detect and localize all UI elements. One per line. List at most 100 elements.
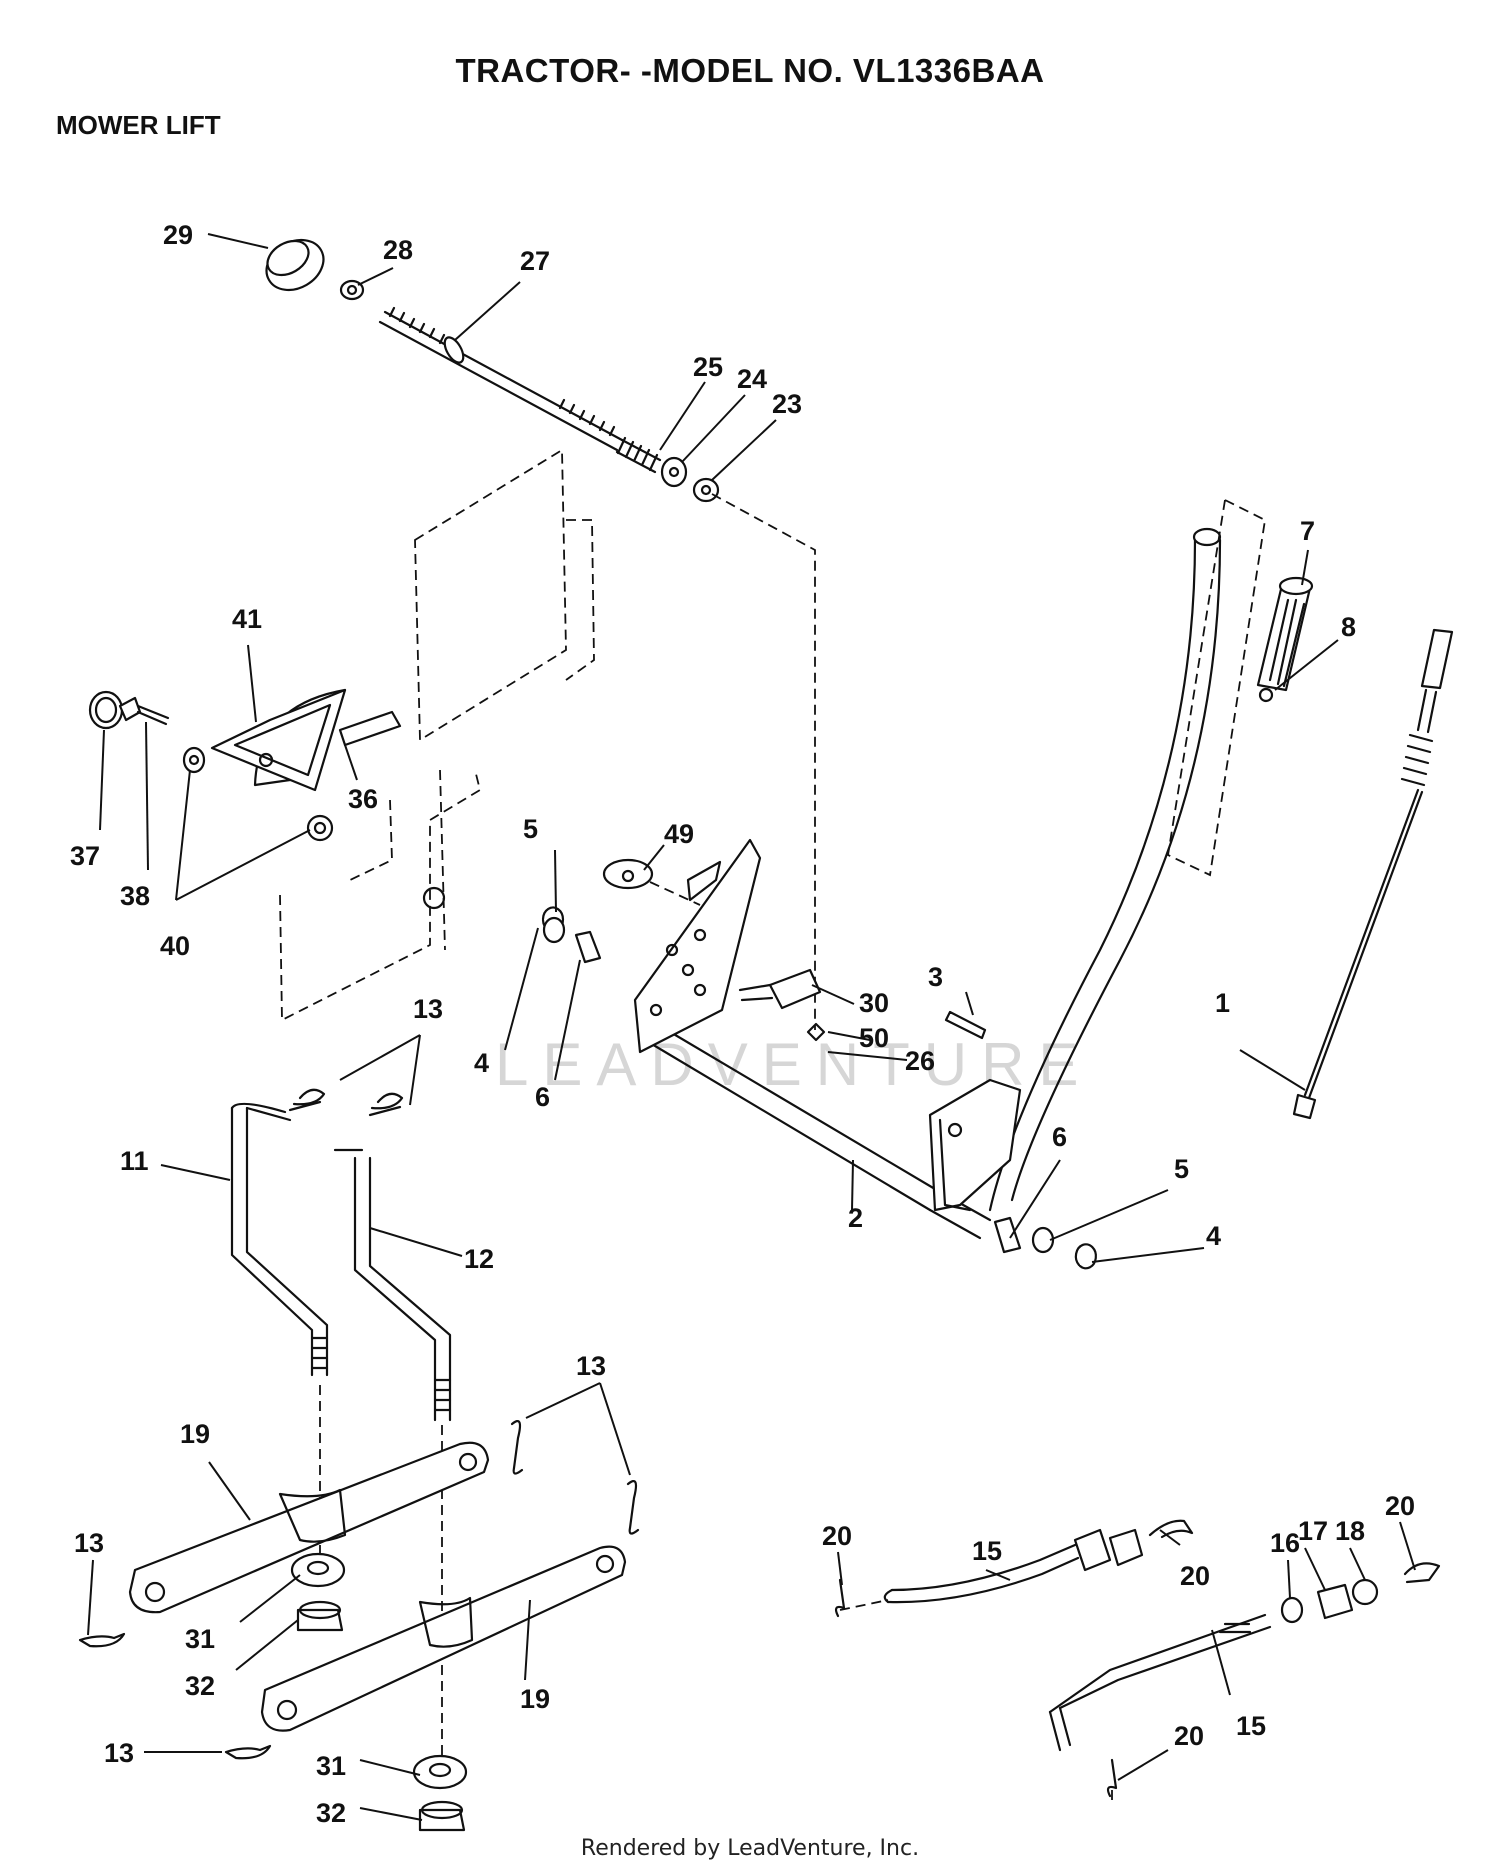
clip-20-bottom: [1106, 1758, 1118, 1798]
callout-11: 11: [120, 1146, 149, 1176]
callout-19-upper: 19: [180, 1419, 210, 1449]
callout-24: 24: [737, 364, 767, 394]
rod-alignment-line: [711, 493, 816, 1030]
washer-50: [806, 1022, 826, 1042]
callout-8: 8: [1341, 612, 1356, 642]
callout-19-lower: 19: [520, 1684, 550, 1714]
knob-29: [265, 238, 325, 292]
bracket-36: [338, 710, 402, 747]
block-17: [1316, 1583, 1354, 1620]
callout-4-left: 4: [474, 1048, 489, 1078]
callout-36: 36: [348, 784, 378, 814]
callout-20-right: 20: [1385, 1491, 1415, 1521]
pivot-30: [738, 968, 822, 1010]
grip-7: [1256, 576, 1314, 692]
lift-lever: [928, 527, 1222, 1212]
lift-arm-19-lower: [260, 1545, 627, 1732]
clip-13-right-b: [626, 1480, 640, 1535]
callout-37: 37: [70, 841, 100, 871]
bushing-49: [602, 858, 654, 890]
callout-13-bottom: 13: [104, 1738, 134, 1768]
callout-20-bottom: 20: [1174, 1721, 1204, 1751]
callout-28: 28: [383, 235, 413, 265]
callout-7: 7: [1300, 516, 1315, 546]
washer-40-rear: [306, 814, 334, 842]
handle-41: [210, 688, 347, 792]
threaded-rod-27: [378, 306, 624, 452]
clip-4-right: [1074, 1243, 1097, 1270]
clip-20-top: [1148, 1519, 1194, 1539]
callout-29: 29: [163, 220, 193, 250]
callout-6-left: 6: [535, 1082, 550, 1112]
footer-credit: Rendered by LeadVenture, Inc.: [580, 1836, 920, 1861]
callout-5-left: 5: [523, 814, 538, 844]
callout-31-upper: 31: [185, 1624, 215, 1654]
bushing-alignment-line: [649, 881, 701, 906]
washer-16: [1280, 1596, 1304, 1624]
callout-labels: 29 28 27 25 24 23 7 8 1 3 30 50 26 2 4 5…: [70, 220, 1415, 1828]
callout-30: 30: [859, 988, 889, 1018]
callout-40: 40: [160, 931, 190, 961]
bushing-31-lower: [412, 1754, 468, 1790]
callout-20-top: 20: [1180, 1561, 1210, 1591]
callout-50: 50: [859, 1023, 889, 1053]
clip-13-left: [78, 1632, 126, 1648]
callout-4-right: 4: [1206, 1221, 1221, 1251]
insert-8: [1258, 687, 1274, 703]
spring-25: [615, 436, 662, 474]
nut-28: [339, 279, 365, 301]
callout-13-left: 13: [74, 1528, 104, 1558]
callout-18: 18: [1335, 1516, 1365, 1546]
washer-40-front: [182, 746, 206, 774]
frame-boss: [422, 886, 446, 910]
callout-5-right: 5: [1174, 1154, 1189, 1184]
callout-12: 12: [464, 1244, 494, 1274]
washer-24: [660, 456, 688, 488]
section-subtitle: MOWER LIFT: [56, 110, 221, 140]
callout-23: 23: [772, 389, 802, 419]
callout-15-lower: 15: [1236, 1711, 1266, 1741]
clip-20-left: [834, 1578, 846, 1618]
washer-5-right: [1031, 1226, 1055, 1254]
nut-32-upper: [296, 1600, 344, 1632]
callout-1: 1: [1215, 988, 1230, 1018]
rod-alignment-lines: [839, 1599, 1113, 1800]
nut-23: [692, 477, 720, 503]
link-alignment-lines: [319, 1385, 443, 1780]
callout-13-top: 13: [413, 994, 443, 1024]
callout-32-lower: 32: [316, 1798, 346, 1828]
pin-3: [944, 1010, 987, 1040]
lift-link-11: [230, 1102, 329, 1377]
grip-outline: [1167, 498, 1266, 877]
callout-15-upper: 15: [972, 1536, 1002, 1566]
callout-25: 25: [693, 352, 723, 382]
callout-3: 3: [928, 962, 943, 992]
lift-link-12: [333, 1148, 452, 1422]
page-title: TRACTOR- -MODEL NO. VL1336BAA: [455, 52, 1045, 89]
nut-32-lower: [418, 1800, 466, 1832]
lift-plate: [633, 838, 762, 1054]
clip-13-bottom: [224, 1744, 272, 1760]
bushing-37: [88, 690, 124, 730]
bolt-38: [118, 696, 170, 726]
clip-13-right-a: [510, 1420, 524, 1475]
clip-20-right: [1403, 1562, 1441, 1584]
link-rod-15-upper: [883, 1528, 1144, 1604]
callout-49: 49: [664, 819, 694, 849]
frame-outline: [279, 448, 595, 1022]
callout-13-right: 13: [576, 1351, 606, 1381]
lift-arm-19-upper: [128, 1441, 490, 1614]
callout-38: 38: [120, 881, 150, 911]
leader-lines: [87, 233, 1416, 1821]
bushing-6-right: [993, 1216, 1022, 1254]
callout-16: 16: [1270, 1528, 1300, 1558]
callout-17: 17: [1298, 1516, 1328, 1546]
clip-13-top-a: [288, 1088, 326, 1112]
bushing-6-left: [574, 930, 602, 964]
spring-rod-1: [1292, 628, 1454, 1120]
callout-20-left: 20: [822, 1521, 852, 1551]
washer-5-left: [542, 916, 566, 944]
clip-13-top-b: [368, 1092, 404, 1117]
callout-6-right: 6: [1052, 1122, 1067, 1152]
